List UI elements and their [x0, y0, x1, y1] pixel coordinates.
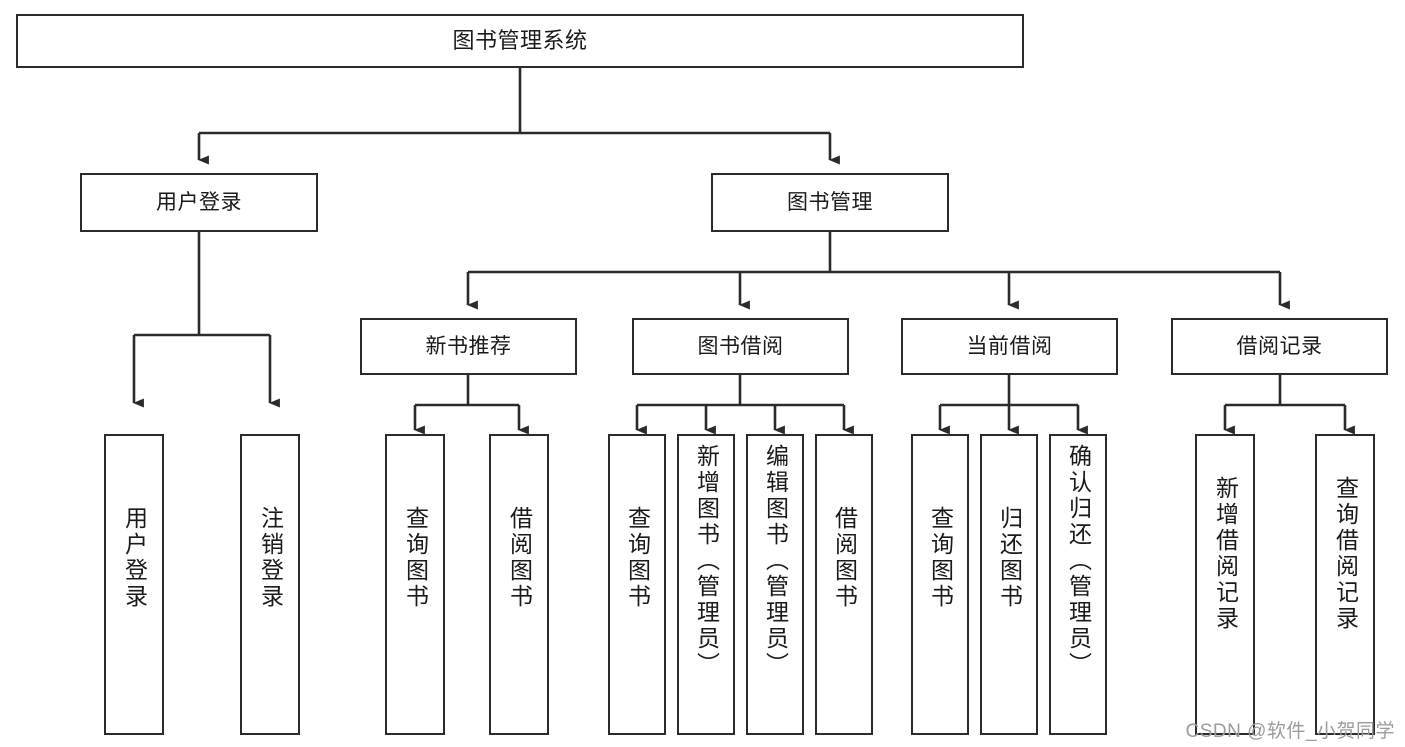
leaf-confirm-return-admin[interactable]: 确认归还（管理员） [1049, 434, 1107, 735]
leaf-label: 确认归还（管理员） [1065, 444, 1092, 678]
leaf-label: 借阅图书 [831, 506, 858, 610]
leaf-label: 新增借阅记录 [1212, 476, 1239, 632]
node-label: 图书借阅 [697, 334, 784, 358]
node-book-borrow[interactable]: 图书借阅 [632, 318, 849, 375]
leaf-label: 查询图书 [402, 506, 429, 610]
leaf-add-book-admin[interactable]: 新增图书（管理员） [677, 434, 735, 735]
node-label: 借阅记录 [1236, 334, 1323, 358]
node-label: 当前借阅 [966, 334, 1053, 358]
leaf-label: 归还图书 [996, 506, 1023, 610]
leaf-borrow-book-borrow[interactable]: 借阅图书 [815, 434, 873, 735]
leaf-label: 查询图书 [624, 506, 651, 610]
csdn-watermark: CSDN @软件_小贺同学 [1185, 721, 1395, 742]
node-label: 图书管理 [787, 190, 873, 214]
leaf-query-book-newbook[interactable]: 查询图书 [385, 434, 445, 735]
leaf-label: 查询借阅记录 [1332, 476, 1359, 632]
node-current-borrow[interactable]: 当前借阅 [901, 318, 1118, 375]
leaf-user-login[interactable]: 用户登录 [104, 434, 164, 735]
leaf-query-book-current[interactable]: 查询图书 [911, 434, 969, 735]
node-borrow-record[interactable]: 借阅记录 [1171, 318, 1388, 375]
leaf-borrow-book-newbook[interactable]: 借阅图书 [489, 434, 549, 735]
leaf-label: 注销登录 [257, 506, 284, 610]
node-book-management[interactable]: 图书管理 [711, 173, 949, 232]
leaf-query-book-borrow[interactable]: 查询图书 [608, 434, 666, 735]
node-label: 用户登录 [156, 190, 242, 214]
node-label: 图书管理系统 [452, 27, 588, 53]
leaf-label: 新增图书（管理员） [693, 444, 720, 678]
node-label: 新书推荐 [425, 334, 512, 358]
node-new-book-recommend[interactable]: 新书推荐 [360, 318, 577, 375]
leaf-query-borrow-record[interactable]: 查询借阅记录 [1315, 434, 1375, 735]
leaf-edit-book-admin[interactable]: 编辑图书（管理员） [746, 434, 804, 735]
leaf-label: 查询图书 [927, 506, 954, 610]
leaf-add-borrow-record[interactable]: 新增借阅记录 [1195, 434, 1255, 735]
leaf-label: 编辑图书（管理员） [762, 444, 789, 678]
leaf-label: 借阅图书 [506, 506, 533, 610]
node-book-management-system[interactable]: 图书管理系统 [16, 14, 1024, 68]
leaf-label: 用户登录 [121, 506, 148, 610]
node-user-login[interactable]: 用户登录 [80, 173, 318, 232]
leaf-return-book[interactable]: 归还图书 [980, 434, 1038, 735]
leaf-logout[interactable]: 注销登录 [240, 434, 300, 735]
